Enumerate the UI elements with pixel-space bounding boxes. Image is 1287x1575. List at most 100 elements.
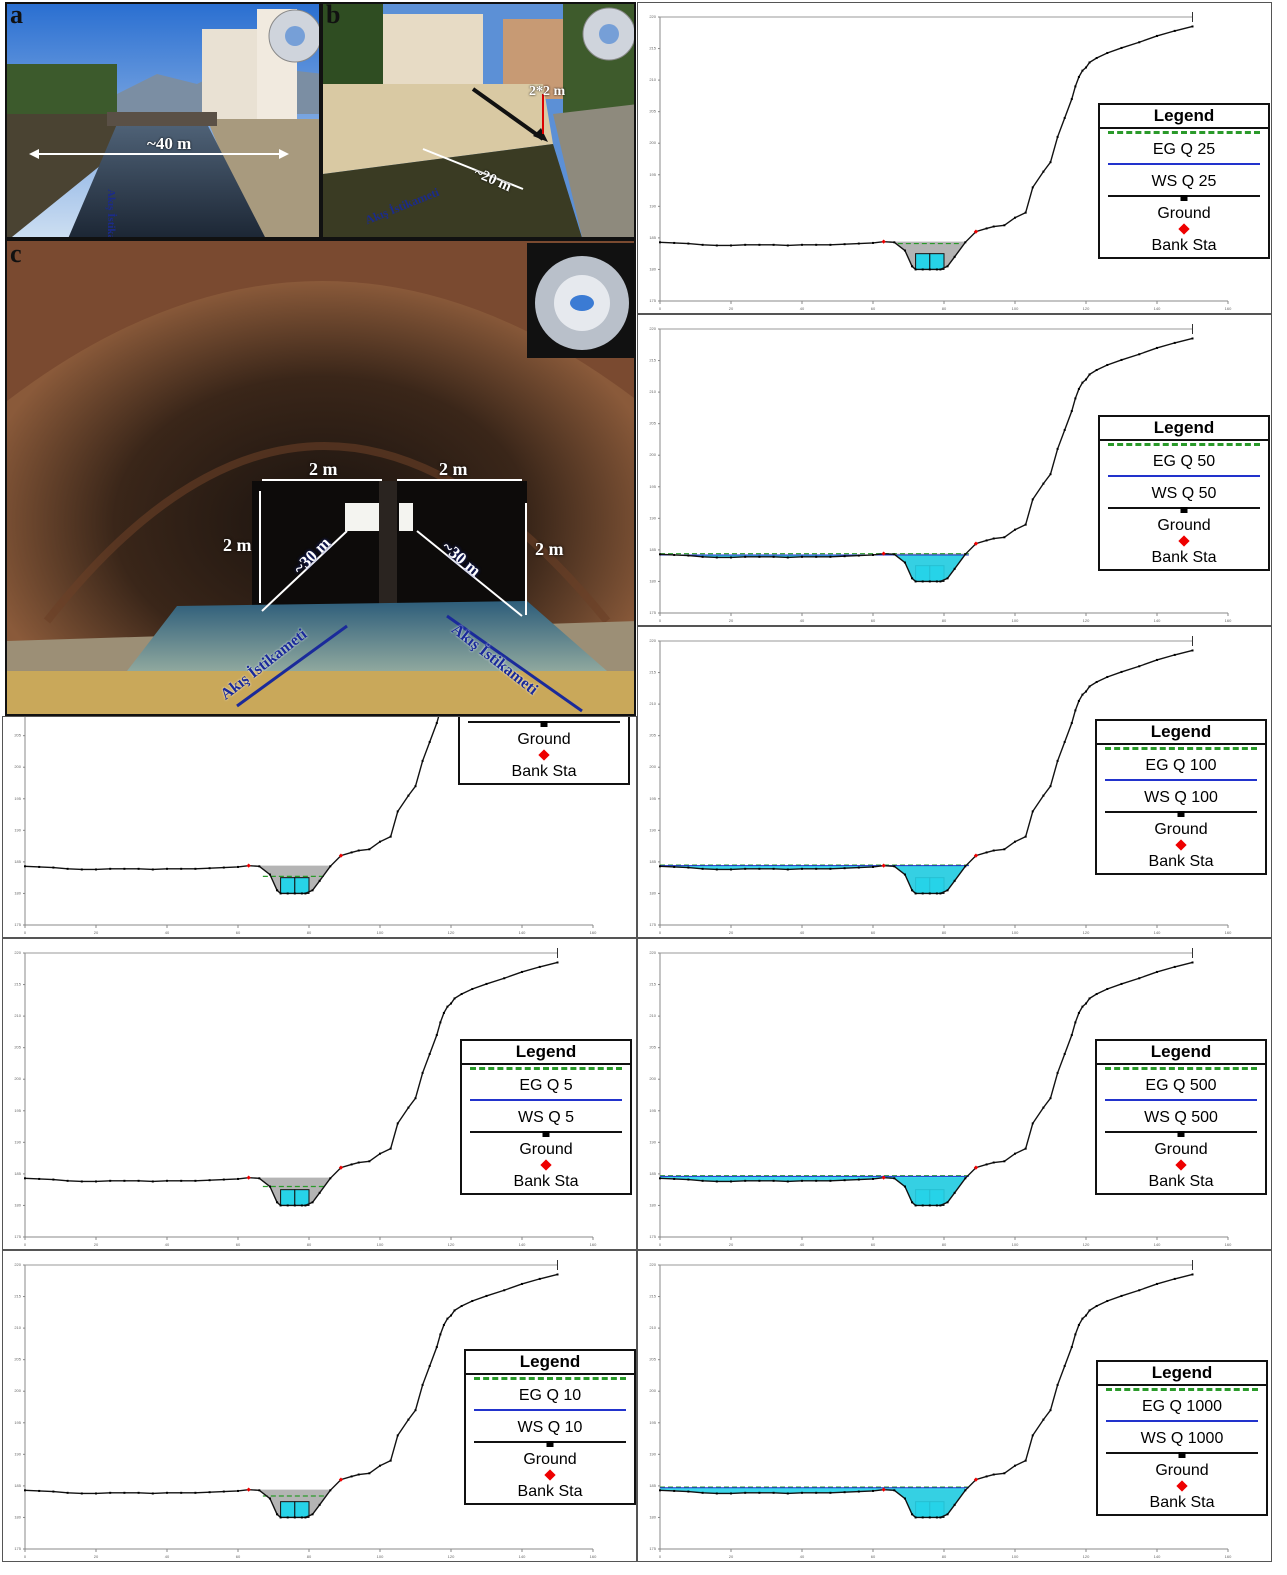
ground-point xyxy=(815,243,818,246)
x-tick-label: 80 xyxy=(307,1554,312,1559)
ground-point xyxy=(843,1491,846,1494)
ground-point xyxy=(1106,51,1109,54)
y-tick-label: 205 xyxy=(649,421,656,426)
legend-eg-label: EG Q 1000 xyxy=(1141,1398,1223,1415)
legend-item-eg: EG Q 10 xyxy=(466,1375,634,1407)
ground-point xyxy=(286,1204,289,1207)
y-tick-label: 205 xyxy=(14,1357,21,1362)
x-tick-label: 140 xyxy=(519,1242,526,1247)
y-tick-label: 220 xyxy=(649,638,656,643)
y-tick-label: 195 xyxy=(14,796,21,801)
ground-point xyxy=(829,867,832,870)
panel-letter-c: c xyxy=(10,239,22,268)
ground-line xyxy=(659,25,1193,271)
ground-point xyxy=(350,1475,353,1478)
ground-point xyxy=(414,785,417,788)
y-tick-label: 195 xyxy=(14,1108,21,1113)
x-tick-label: 80 xyxy=(307,1242,312,1247)
ground-point xyxy=(1085,66,1087,69)
y-tick-label: 210 xyxy=(14,1325,21,1330)
ground-point xyxy=(1031,1122,1034,1125)
x-tick-label: 60 xyxy=(871,1554,876,1559)
ground-point xyxy=(829,1179,832,1182)
ground-point xyxy=(715,1492,718,1495)
x-tick-label: 100 xyxy=(377,1554,384,1559)
ground-point xyxy=(1088,373,1091,376)
ground-point xyxy=(109,1179,112,1182)
y-tick-label: 205 xyxy=(14,733,21,738)
ground-point xyxy=(442,1011,445,1014)
x-tick-label: 20 xyxy=(729,1554,734,1559)
pointer-arrow-b xyxy=(471,87,548,142)
legend-ws-label: WS Q 5 xyxy=(517,1109,574,1126)
ground-point xyxy=(350,1163,353,1166)
y-tick-label: 190 xyxy=(649,827,656,832)
ground-point xyxy=(801,1491,803,1494)
ground-point xyxy=(964,241,967,244)
ground-point xyxy=(428,1052,431,1055)
ground-point xyxy=(659,1177,661,1180)
x-tick-label: 60 xyxy=(871,930,876,935)
ground-point xyxy=(258,1489,261,1492)
y-tick-label: 210 xyxy=(649,389,656,394)
ground-point xyxy=(556,961,559,964)
ground-point xyxy=(1003,1160,1006,1163)
ground-point xyxy=(730,244,732,247)
ground-point xyxy=(872,241,874,244)
ground-point xyxy=(687,866,690,869)
ground-point xyxy=(350,851,353,854)
ground-point xyxy=(673,1489,676,1492)
ground-point xyxy=(801,1179,803,1182)
ground-point xyxy=(985,227,988,230)
ground-point xyxy=(1081,693,1084,696)
y-tick-label: 205 xyxy=(649,733,656,738)
bank-station-point xyxy=(246,863,251,868)
ground-point xyxy=(1070,722,1073,725)
ground-point xyxy=(439,1021,442,1024)
ground-line xyxy=(659,1273,1193,1519)
y-tick-label: 195 xyxy=(14,1420,21,1425)
ground-point xyxy=(701,243,704,246)
ground-point xyxy=(911,889,914,892)
ground-point xyxy=(1081,1005,1084,1008)
ws-swatch xyxy=(1105,1099,1257,1101)
x-tick-label: 120 xyxy=(1083,1242,1090,1247)
ground-point xyxy=(1138,353,1141,356)
ground-point xyxy=(1049,161,1052,164)
bank-diamond-icon xyxy=(1176,1480,1188,1492)
ground-point xyxy=(914,1516,917,1519)
x-tick-label: 0 xyxy=(24,1242,27,1247)
ground-point xyxy=(1014,528,1016,531)
ground-point xyxy=(521,970,523,973)
legend-item-ws: WS Q 50 xyxy=(1100,473,1268,505)
x-tick-label: 160 xyxy=(590,1554,597,1559)
legend-ws-label: WS Q 1000 xyxy=(1140,1430,1224,1447)
ground-point xyxy=(1088,685,1091,688)
ground-point xyxy=(428,1364,431,1367)
ground-point xyxy=(421,1383,424,1386)
y-tick-label: 190 xyxy=(649,1451,656,1456)
bank-diamond-icon xyxy=(538,749,550,761)
ws-swatch xyxy=(1106,1420,1258,1422)
legend-item-bank: Bank Sta xyxy=(1100,535,1268,569)
x-tick-label: 100 xyxy=(1012,306,1019,311)
x-tick-label: 120 xyxy=(1083,1554,1090,1559)
ground-line xyxy=(24,1273,558,1519)
ground-point xyxy=(985,1475,988,1478)
x-tick-label: 160 xyxy=(590,1242,597,1247)
ground-point xyxy=(1042,1418,1045,1421)
ground-point xyxy=(985,539,988,542)
ground-point xyxy=(992,225,995,228)
ground-point xyxy=(407,794,410,797)
legend-item-ground: Ground xyxy=(462,1129,630,1161)
ground-point xyxy=(1063,740,1066,743)
ground-point xyxy=(985,1163,988,1166)
ground-point xyxy=(715,556,718,559)
y-tick-label: 190 xyxy=(649,1139,656,1144)
x-tick-label: 40 xyxy=(800,1242,805,1247)
legend-title: Legend xyxy=(1097,721,1265,745)
legend-bank-label: Bank Sta xyxy=(1151,549,1217,566)
